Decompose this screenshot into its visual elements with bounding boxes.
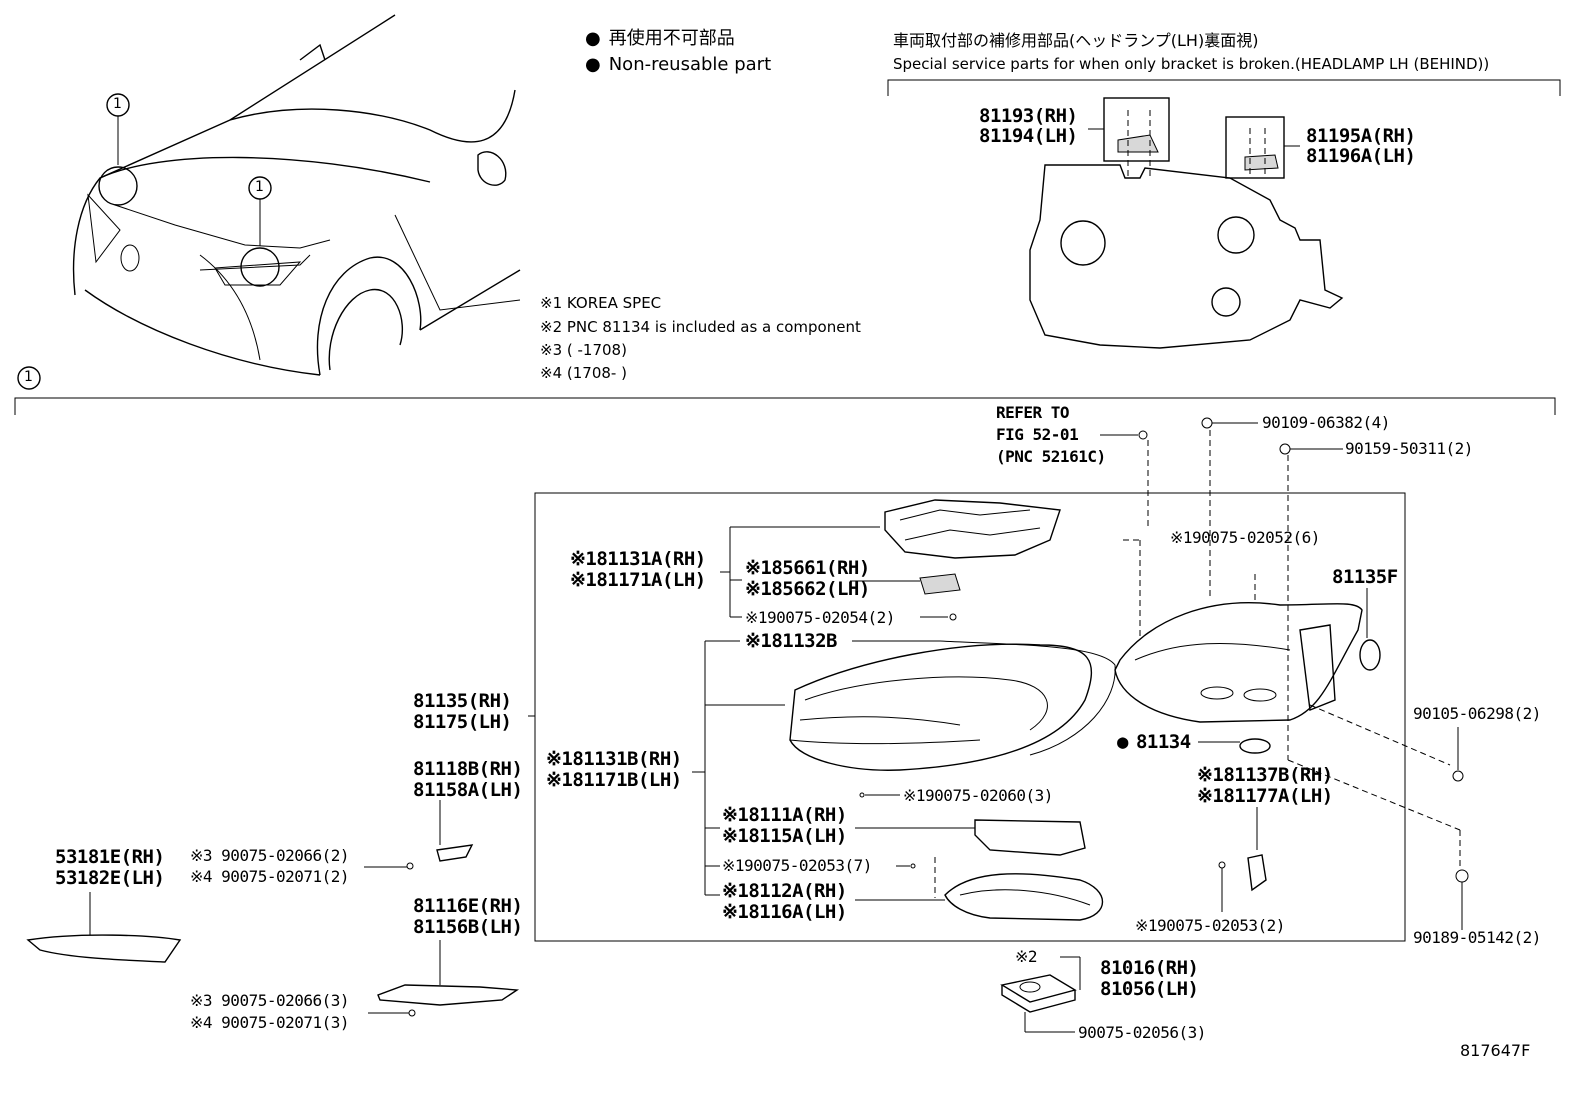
part-90189[interactable]: 90189-05142(2) bbox=[1413, 928, 1541, 947]
part-90075-02053-7[interactable]: ※190075-02053(7) bbox=[722, 856, 872, 875]
part-81135[interactable]: 81135(RH) bbox=[413, 690, 512, 712]
part-90075-02060[interactable]: ※190075-02060(3) bbox=[903, 786, 1053, 805]
part-90075-02052[interactable]: ※190075-02052(6) bbox=[1170, 528, 1320, 547]
figure-id: 817647F bbox=[1460, 1041, 1531, 1060]
part-81131A[interactable]: ※181131A(RH) bbox=[570, 548, 706, 570]
assembly-frame bbox=[534, 492, 1406, 942]
part-81134[interactable]: 81134 bbox=[1117, 733, 1191, 752]
part-81112A[interactable]: ※18112A(RH) bbox=[722, 880, 847, 902]
refer-line-2[interactable]: FIG 52-01 bbox=[996, 425, 1079, 444]
part-81132B[interactable]: ※181132B bbox=[745, 630, 838, 652]
special-service-title-jp: 車両取付部の補修用部品(ヘッドランプ(LH)裏面視) bbox=[893, 31, 1259, 50]
part-81131B[interactable]: ※181131B(RH) bbox=[546, 748, 682, 770]
part-81171B[interactable]: ※181171B(LH) bbox=[546, 769, 682, 791]
part-81137B[interactable]: ※181137B(RH) bbox=[1197, 764, 1333, 786]
note-4: ※4 (1708- ) bbox=[540, 364, 627, 382]
part-53182E[interactable]: 53182E(LH) bbox=[55, 867, 165, 889]
main-section-bracket bbox=[14, 397, 1556, 415]
part-90109[interactable]: 90109-06382(4) bbox=[1262, 413, 1390, 432]
part-81116E[interactable]: 81116E(RH) bbox=[413, 895, 523, 917]
part-85661[interactable]: ※185661(RH) bbox=[745, 557, 870, 579]
car-front-illustration bbox=[72, 14, 521, 376]
part-90075-02054[interactable]: ※190075-02054(2) bbox=[745, 608, 895, 627]
circle-1-label-2: 1 bbox=[255, 179, 264, 195]
part-81193[interactable]: 81193(RH) bbox=[979, 105, 1078, 127]
part-81175[interactable]: 81175(LH) bbox=[413, 711, 512, 733]
refer-line-1: REFER TO bbox=[996, 403, 1070, 422]
part-81158A[interactable]: 81158A(LH) bbox=[413, 779, 523, 801]
circle-1-section-label: 1 bbox=[24, 369, 33, 385]
part-81111A[interactable]: ※18111A(RH) bbox=[722, 804, 847, 826]
part-90105[interactable]: 90105-06298(2) bbox=[1413, 704, 1541, 723]
note-ref-2: ※2 bbox=[1015, 947, 1038, 966]
part-90075-02071-3[interactable]: ※4 90075-02071(3) bbox=[190, 1013, 350, 1032]
headlamp-location-marker-2 bbox=[240, 247, 280, 287]
special-service-title-en: Special service parts for when only brac… bbox=[893, 55, 1490, 73]
part-81196A[interactable]: 81196A(LH) bbox=[1306, 145, 1416, 167]
part-90075-02056[interactable]: 90075-02056(3) bbox=[1078, 1023, 1206, 1042]
headlamp-housing-drawing bbox=[1114, 430, 1461, 868]
lower-light-units-drawing bbox=[855, 819, 1104, 921]
special-service-bracket bbox=[887, 79, 1561, 96]
part-90075-02066-3[interactable]: ※3 90075-02066(3) bbox=[190, 991, 350, 1010]
note-2: ※2 PNC 81134 is included as a component bbox=[540, 318, 861, 336]
part-90075-02071-2[interactable]: ※4 90075-02071(2) bbox=[190, 867, 350, 886]
note-3: ※3 ( -1708) bbox=[540, 341, 627, 359]
part-85662[interactable]: ※185662(LH) bbox=[745, 578, 870, 600]
legend-jp: 再使用不可部品 bbox=[585, 30, 735, 48]
part-81115A[interactable]: ※18115A(LH) bbox=[722, 825, 847, 847]
part-81116A[interactable]: ※18116A(LH) bbox=[722, 901, 847, 923]
part-81177A[interactable]: ※181177A(LH) bbox=[1197, 785, 1333, 807]
ecu-module-drawing bbox=[1000, 974, 1077, 1013]
part-81135F[interactable]: 81135F bbox=[1332, 566, 1398, 588]
legend-en: Non-reusable part bbox=[585, 56, 771, 74]
refer-line-3: (PNC 52161C) bbox=[996, 447, 1106, 466]
part-90075-02066-2[interactable]: ※3 90075-02066(2) bbox=[190, 846, 350, 865]
part-81016[interactable]: 81016(RH) bbox=[1100, 957, 1199, 979]
part-53181E[interactable]: 53181E(RH) bbox=[55, 846, 165, 868]
part-81056[interactable]: 81056(LH) bbox=[1100, 978, 1199, 1000]
part-81156B[interactable]: 81156B(LH) bbox=[413, 916, 523, 938]
headlamp-location-marker bbox=[98, 166, 138, 206]
headlamp-lens-drawing bbox=[789, 640, 1116, 798]
part-90075-02053-2[interactable]: ※190075-02053(2) bbox=[1135, 916, 1285, 935]
note-1: ※1 KOREA SPEC bbox=[540, 294, 662, 312]
part-90159[interactable]: 90159-50311(2) bbox=[1345, 439, 1473, 458]
inner-light-unit-drawing bbox=[850, 499, 1061, 621]
headlamp-back-view bbox=[1029, 97, 1344, 349]
part-81118B[interactable]: 81118B(RH) bbox=[413, 758, 523, 780]
part-81195A[interactable]: 81195A(RH) bbox=[1306, 125, 1416, 147]
circle-1-label: 1 bbox=[113, 96, 122, 112]
part-81171A[interactable]: ※181171A(LH) bbox=[570, 569, 706, 591]
circle-1-section-marker bbox=[17, 366, 41, 390]
part-81194[interactable]: 81194(LH) bbox=[979, 125, 1078, 147]
